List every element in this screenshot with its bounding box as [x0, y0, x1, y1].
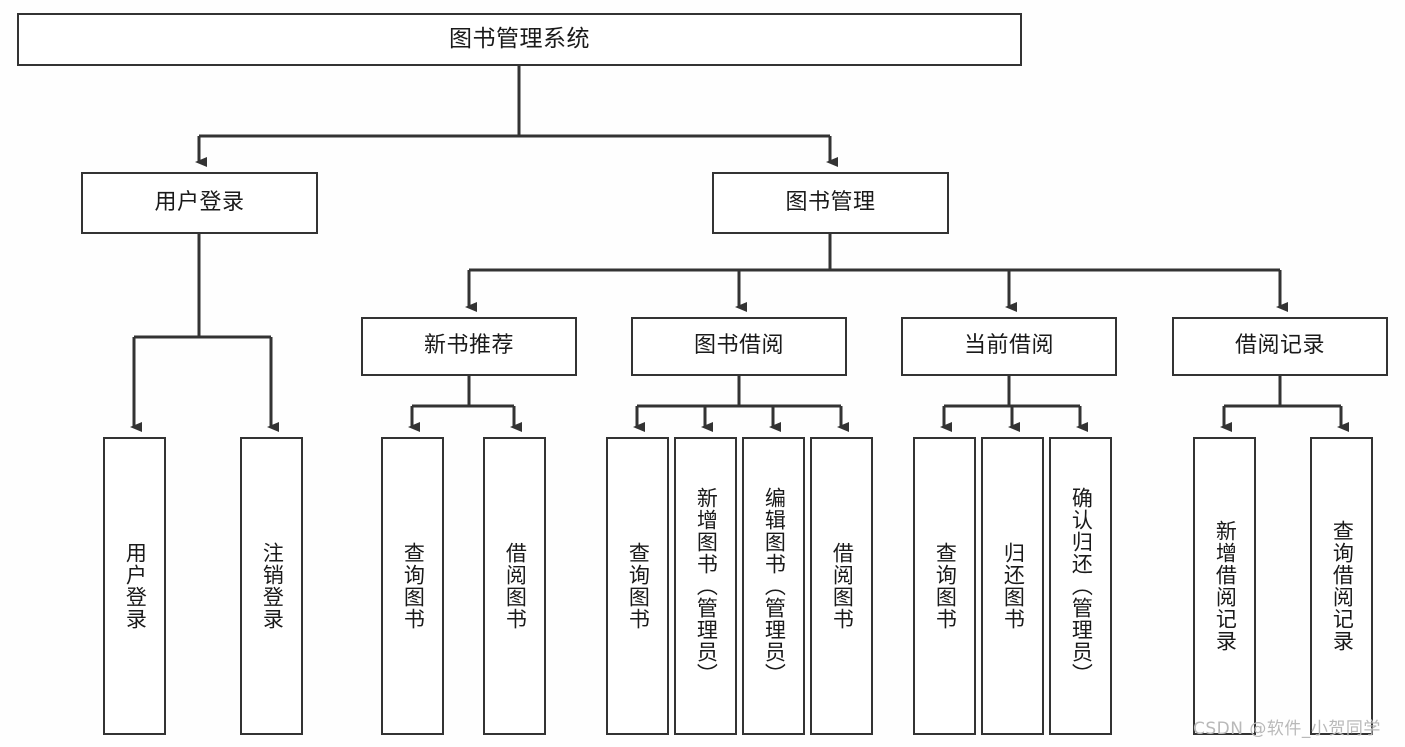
node-label: 归还图书 [1001, 542, 1026, 630]
node-label: 查询图书 [933, 542, 958, 630]
node-label: 新书推荐 [423, 333, 514, 359]
node-label: 确认归还（管理员） [1069, 487, 1094, 685]
node-borrow-record[interactable]: 借阅记录 [1172, 317, 1388, 376]
leaf-new-book-borrow[interactable]: 借阅图书 [483, 437, 546, 735]
node-label: 查询借阅记录 [1330, 520, 1355, 652]
leaf-current-borrow-query[interactable]: 查询图书 [913, 437, 976, 735]
node-current-borrow[interactable]: 当前借阅 [901, 317, 1117, 376]
leaf-current-borrow-return[interactable]: 归还图书 [981, 437, 1044, 735]
leaf-user-login-logout[interactable]: 注销登录 [240, 437, 303, 735]
node-label: 借阅图书 [503, 542, 528, 630]
node-label: 当前借阅 [963, 333, 1054, 359]
node-book-management[interactable]: 图书管理 [712, 172, 949, 234]
node-root-book-management-system[interactable]: 图书管理系统 [17, 13, 1022, 66]
node-label: 注销登录 [260, 542, 285, 630]
node-label: 图书管理系统 [449, 25, 590, 52]
leaf-current-borrow-confirm-return[interactable]: 确认归还（管理员） [1049, 437, 1112, 735]
leaf-user-login-login[interactable]: 用户登录 [103, 437, 166, 735]
node-label: 编辑图书（管理员） [762, 487, 787, 685]
leaf-book-borrow-query[interactable]: 查询图书 [606, 437, 669, 735]
node-label: 图书管理 [785, 189, 876, 215]
node-label: 图书借阅 [693, 333, 784, 359]
node-label: 借阅图书 [830, 542, 855, 630]
leaf-book-borrow-borrow[interactable]: 借阅图书 [810, 437, 873, 735]
node-label: 用户登录 [154, 189, 245, 215]
node-book-borrow[interactable]: 图书借阅 [631, 317, 847, 376]
node-label: 用户登录 [123, 542, 148, 630]
node-user-login[interactable]: 用户登录 [81, 172, 318, 234]
leaf-borrow-record-query[interactable]: 查询借阅记录 [1310, 437, 1373, 735]
node-new-book-recommend[interactable]: 新书推荐 [361, 317, 577, 376]
leaf-new-book-query[interactable]: 查询图书 [381, 437, 444, 735]
node-label: 查询图书 [626, 542, 651, 630]
watermark-text: CSDN @软件_小贺同学 [1193, 719, 1381, 739]
leaf-book-borrow-add[interactable]: 新增图书（管理员） [674, 437, 737, 735]
node-label: 查询图书 [401, 542, 426, 630]
leaf-borrow-record-add[interactable]: 新增借阅记录 [1193, 437, 1256, 735]
node-label: 新增图书（管理员） [694, 487, 719, 685]
node-label: 新增借阅记录 [1213, 520, 1238, 652]
node-label: 借阅记录 [1234, 333, 1325, 359]
leaf-book-borrow-edit[interactable]: 编辑图书（管理员） [742, 437, 805, 735]
